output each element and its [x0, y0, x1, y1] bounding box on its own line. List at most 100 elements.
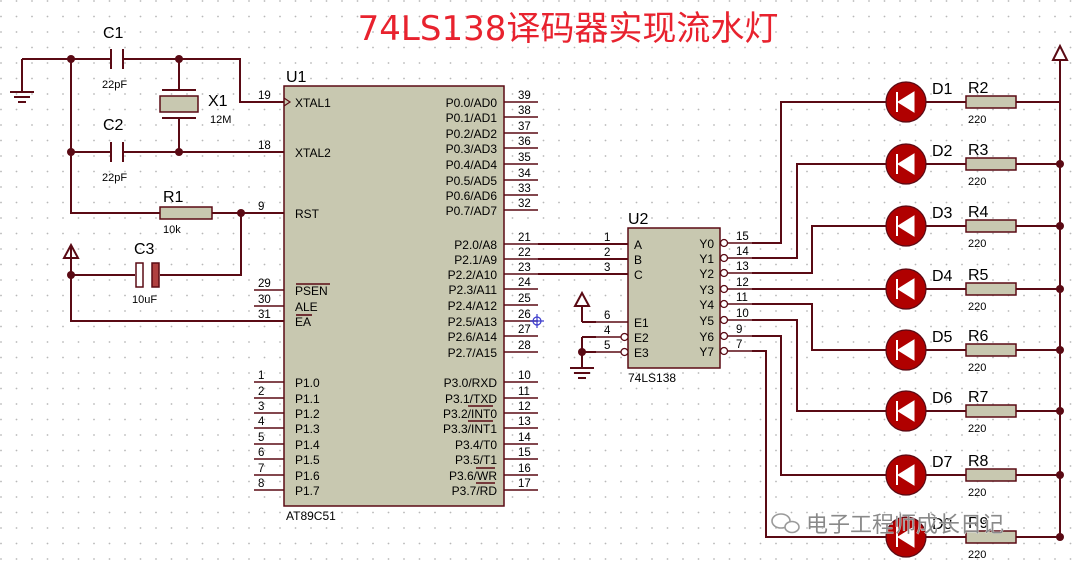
u1-pin-number: 27: [518, 324, 531, 336]
resistor-ref: R3: [968, 142, 989, 159]
u1-pin-number: 32: [518, 198, 531, 210]
u2-pin-number: 10: [736, 308, 749, 320]
diode-triangle: [897, 215, 915, 237]
resistor-icon: [965, 404, 1017, 418]
u1-pin-number: 36: [518, 136, 531, 148]
u1-pin-label: P3.3/INT1: [443, 422, 497, 436]
u2-pin-number: 14: [736, 246, 749, 258]
diode-triangle: [897, 400, 915, 422]
capacitor-c2: C2 22pF: [102, 117, 127, 184]
resistor-icon: [965, 95, 1017, 109]
u1-pin-number: 31: [258, 309, 271, 321]
u1-pin-number: 3: [258, 401, 264, 413]
u1-pin-number: 5: [258, 432, 264, 444]
inverter-bubble-icon: [719, 299, 729, 309]
resistor-value: 220: [968, 114, 986, 126]
output-wiring: [752, 101, 886, 538]
u2-pin-label: Y3: [699, 283, 714, 297]
u2-pin-number: 5: [604, 340, 610, 352]
u2-pin-label: C: [634, 268, 643, 282]
u1-pin-label: P2.7/A15: [448, 346, 498, 360]
resistor-icon: [965, 282, 1017, 296]
u1-pin-label: P2.4/A12: [448, 299, 498, 313]
u2-pin-number: 11: [736, 292, 748, 304]
junction-dots: [67, 55, 245, 279]
u1-pin-number: 4: [258, 416, 265, 428]
u2-pin-number: 15: [736, 231, 749, 243]
u1-pin-number: 34: [518, 168, 531, 180]
resistor-icon: [965, 530, 1017, 544]
resistor-ref: R8: [968, 453, 989, 470]
u1-pin-number: 25: [518, 293, 531, 305]
u2-pin-label: Y7: [699, 345, 714, 359]
inverter-bubble-icon: [719, 346, 729, 356]
inverter-bubble-icon: [620, 332, 629, 342]
u1-pin-number: 21: [518, 232, 531, 244]
resistor-icon: [965, 468, 1017, 482]
resistor-r1: R1 10k: [159, 189, 213, 236]
u1-pin-label: P3.5/T1: [455, 453, 497, 467]
u1-pin-number: 6: [258, 447, 264, 459]
led-ref: D2: [932, 143, 953, 160]
u1-pin-number: 12: [518, 401, 531, 413]
diode-triangle: [897, 464, 915, 486]
u2-pin-number: 3: [604, 262, 610, 274]
u1-pin-number: 16: [518, 463, 531, 475]
u1-pin-label: P1.2: [295, 407, 320, 421]
inverter-bubble-icon: [719, 315, 729, 325]
u1-pin-number: 19: [258, 90, 271, 102]
u1-pin-label: P2.0/A8: [454, 238, 497, 252]
c3-value: 10uF: [132, 294, 157, 306]
u1-pin-number: 30: [258, 294, 271, 306]
u1-pin-label: P2.6/A14: [448, 330, 498, 344]
resistor-value: 220: [968, 423, 986, 435]
resistor-value: 220: [968, 549, 986, 561]
u1-pin-number: 9: [258, 201, 264, 213]
c2-value: 22pF: [102, 172, 127, 184]
resistor-icon: [965, 157, 1017, 171]
u1-part: AT89C51: [286, 509, 336, 523]
u2-pin-label: Y6: [699, 330, 714, 344]
u1-pin-number: 8: [258, 478, 264, 490]
u1-right-pins: 39P0.0/AD038P0.1/AD137P0.2/AD236P0.3/AD3…: [443, 90, 538, 498]
c1-ref: C1: [103, 25, 124, 42]
led-ref: D8: [932, 516, 953, 533]
u1-pin-label: XTAL1: [295, 96, 331, 110]
u1-pin-number: 22: [518, 247, 531, 259]
u1-pin-number: 37: [518, 121, 531, 133]
u2-part: 74LS138: [628, 371, 676, 385]
c3-ref: C3: [134, 241, 155, 258]
resistor-icon: [965, 219, 1017, 233]
u1-pin-label: P1.4: [295, 438, 320, 452]
u1-pin-label: P3.2/INT0: [443, 407, 497, 421]
u2-pin-number: 2: [604, 247, 610, 259]
u1-pin-number: 26: [518, 309, 531, 321]
u1-pin-number: 2: [258, 386, 264, 398]
watermark-text: 电子工程师成长日记: [806, 513, 1004, 538]
ground-icon-u2: [570, 367, 594, 379]
u1-pin-label: P1.0: [295, 376, 320, 390]
u1-pin-number: 33: [518, 183, 531, 195]
u1-pin-number: 14: [518, 432, 531, 444]
u1-pin-number: 39: [518, 90, 531, 102]
u2-pin-label: Y1: [699, 252, 714, 266]
r1-ref: R1: [163, 189, 184, 206]
u1-pin-label: P0.3/AD3: [446, 142, 498, 156]
u1-pin-label: P1.6: [295, 469, 320, 483]
u1-pin-label: P0.2/AD2: [446, 127, 498, 141]
diode-triangle: [897, 91, 915, 113]
u1-pin-label: P3.6/WR: [449, 469, 497, 483]
u1-pin-label: P0.7/AD7: [446, 204, 498, 218]
resistor-value: 220: [968, 238, 986, 250]
resistor-value: 220: [968, 301, 986, 313]
diode-triangle: [897, 278, 915, 300]
u1-pin-number: 10: [518, 370, 531, 382]
u1-pin-number: 17: [518, 478, 531, 490]
wechat-logo-icon: [771, 513, 800, 534]
